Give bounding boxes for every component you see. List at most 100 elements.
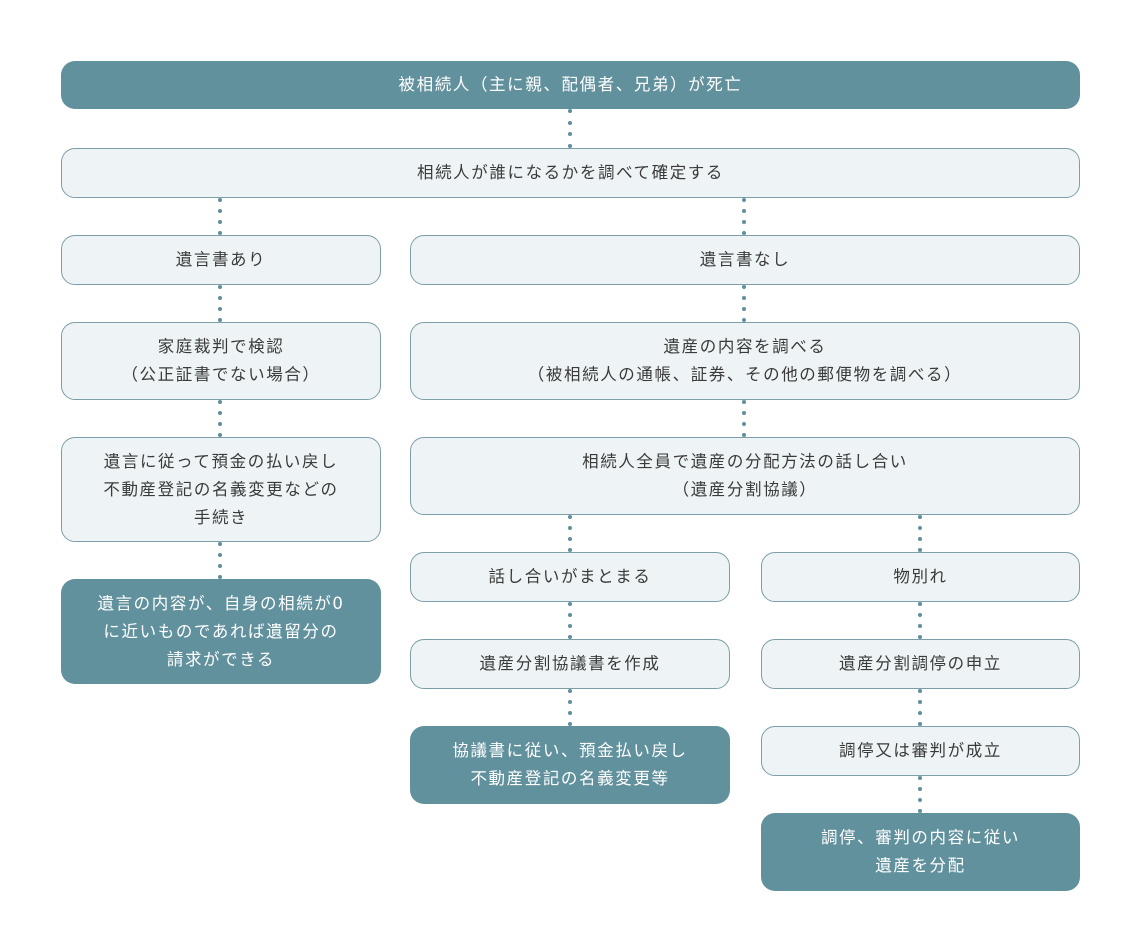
connector-dot (918, 602, 922, 606)
step-reserved-portion: 遺言の内容が、自身の相続が0 に近いものであれば遺留分の請求ができる (61, 579, 381, 684)
connector-dot (742, 198, 746, 202)
step-disagreement: 物別れ (761, 552, 1080, 602)
connector-dot (742, 318, 746, 322)
connector-dot (918, 787, 922, 791)
connector-dot (218, 209, 222, 213)
connector (915, 776, 925, 813)
step-text-line: 物別れ (893, 567, 948, 586)
connector-dot (568, 109, 572, 113)
step-text-line: に近いものであれば遺留分の (103, 621, 339, 641)
connector-dot (218, 307, 222, 311)
connector-dot (918, 624, 922, 628)
connector-dot (742, 411, 746, 415)
connector-dot (918, 722, 922, 726)
connector-dot (918, 798, 922, 802)
step-text-line: 相続人全員で遺産の分配方法の話し合い (582, 452, 908, 471)
connector-dot (918, 613, 922, 617)
connector-dot (742, 231, 746, 235)
connector-dot (218, 285, 222, 289)
connector-dot (742, 285, 746, 289)
connector-dot (568, 548, 572, 552)
connector-dot (742, 400, 746, 404)
step-text-line: 相続人が誰になるかを調べて確定する (416, 163, 725, 182)
step-heirs-discussion: 相続人全員で遺産の分配方法の話し合い（遺産分割協議） (410, 437, 1080, 515)
step-no-will: 遺言書なし (410, 235, 1080, 285)
connector-dot (918, 809, 922, 813)
connector-dot (568, 613, 572, 617)
connector-dot (568, 144, 572, 148)
step-text-line: 不動産登記の名義変更などの (103, 479, 339, 499)
connector-dot (918, 537, 922, 541)
connector-dot (218, 564, 222, 568)
connector-dot (568, 132, 572, 137)
connector-dot (742, 433, 746, 437)
step-text-line: 遺言書なし (699, 250, 791, 269)
step-agreement-reached: 話し合いがまとまる (410, 552, 730, 602)
connector (215, 400, 225, 437)
connector (915, 689, 925, 726)
connector-dot (568, 120, 572, 125)
connector-dot (218, 400, 222, 404)
connector-dot (218, 575, 222, 579)
connector-dot (568, 526, 572, 530)
connector (215, 285, 225, 322)
step-identify-heirs: 相続人が誰になるかを調べて確定する (61, 148, 1080, 198)
connector-dot (218, 422, 222, 426)
step-mediation-success: 調停又は審判が成立 (761, 726, 1080, 776)
step-text-line: 遺産分割調停の申立 (839, 654, 1002, 673)
connector-dot (918, 711, 922, 715)
connector (215, 198, 225, 235)
connector-dot (218, 296, 222, 300)
connector-dot (568, 711, 572, 715)
step-text-line: 遺言に従って預金の払い戻し (103, 451, 339, 471)
connector (565, 109, 575, 148)
connector-dot (218, 542, 222, 546)
connector-dot (568, 722, 572, 726)
connector (565, 689, 575, 726)
connector (739, 400, 749, 437)
connector-dot (568, 700, 572, 704)
connector-dot (742, 209, 746, 213)
step-text-line: 被相続人（主に親、配偶者、兄弟）が死亡 (398, 75, 743, 94)
connector-dot (218, 231, 222, 235)
connector-dot (218, 411, 222, 415)
step-text-line: 遺産分割協議書を作成 (479, 654, 661, 673)
connector-dot (918, 776, 922, 780)
connector-dot (918, 700, 922, 704)
connector-dot (742, 307, 746, 311)
step-text-line: 遺産の内容を調べる (663, 337, 827, 356)
step-text-line: 不動産登記の名義変更等 (470, 769, 670, 788)
connector-dot (568, 635, 572, 639)
connector-dot (568, 624, 572, 628)
step-text-line: 話し合いがまとまる (488, 567, 652, 586)
step-text-line: 遺言の内容が、自身の相続が0 (97, 593, 345, 613)
step-text-line: 遺言書あり (175, 250, 267, 269)
connector-dot (218, 220, 222, 224)
connector-dot (742, 296, 746, 300)
connector (739, 198, 749, 235)
connector-dot (568, 515, 572, 519)
connector-dot (918, 689, 922, 693)
connector-dot (918, 548, 922, 552)
connector-dot (742, 422, 746, 426)
step-text-line: 請求ができる (166, 649, 276, 669)
step-mediation-request: 遺産分割調停の申立 (761, 639, 1080, 689)
connector (565, 602, 575, 639)
connector-dot (568, 537, 572, 541)
step-distribute: 調停、審判の内容に従い遺産を分配 (761, 813, 1080, 891)
connector (215, 542, 225, 579)
step-text-line: （公正証書でない場合） (121, 365, 321, 384)
step-probate: 家庭裁判で検認（公正証書でない場合） (61, 322, 381, 400)
step-death: 被相続人（主に親、配偶者、兄弟）が死亡 (61, 61, 1080, 109)
connector-dot (742, 220, 746, 224)
connector (565, 515, 575, 552)
connector-dot (218, 433, 222, 437)
step-text-line: 協議書に従い、預金払い戻し (452, 741, 688, 760)
step-will-exists: 遺言書あり (61, 235, 381, 285)
step-follow-will: 遺言に従って預金の払い戻し不動産登記の名義変更などの手続き (61, 437, 381, 542)
step-execute-agreement: 協議書に従い、預金払い戻し不動産登記の名義変更等 (410, 726, 730, 804)
connector-dot (218, 553, 222, 557)
step-create-agreement: 遺産分割協議書を作成 (410, 639, 730, 689)
connector-dot (918, 635, 922, 639)
